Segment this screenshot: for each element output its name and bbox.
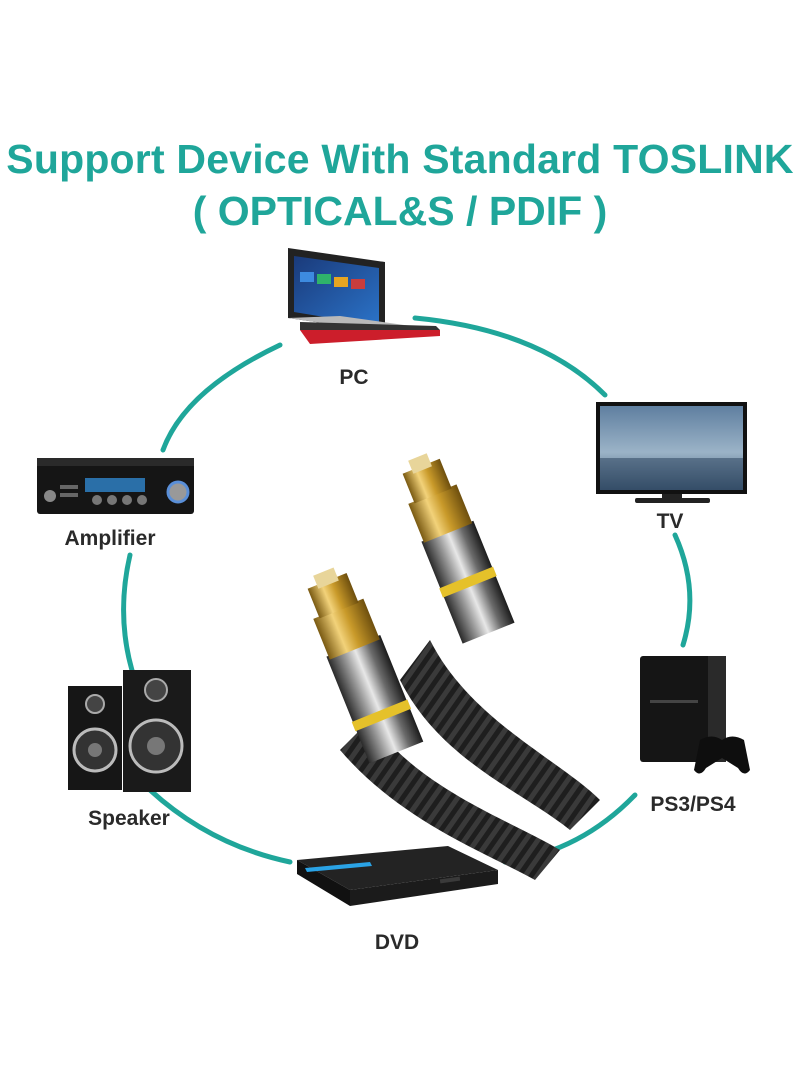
label-ps3-ps4: PS3/PS4 (650, 793, 736, 816)
arc-pc-tv (412, 315, 608, 398)
label-tv: TV (656, 510, 684, 533)
headline-line-2: ( OPTICAL&S / PDIF ) (192, 188, 608, 234)
arc-speaker-dvd (147, 787, 293, 865)
arc-pc-amplifier (160, 342, 283, 453)
dvd-player-image (297, 846, 498, 906)
label-amplifier: Amplifier (64, 527, 156, 550)
label-dvd: DVD (374, 931, 420, 954)
label-speaker: Speaker (88, 807, 170, 830)
arc-tv-ps (672, 532, 693, 648)
arc-amplifier-speaker (121, 552, 138, 683)
tv-image (596, 402, 747, 503)
label-pc: PC (339, 366, 369, 389)
console-image (640, 656, 750, 774)
optical-cable-image (307, 453, 600, 880)
headline-line-1: Support Device With Standard TOSLINK (6, 136, 794, 182)
laptop-image (288, 248, 440, 344)
amplifier-image (37, 458, 194, 514)
speaker-image (68, 670, 191, 792)
